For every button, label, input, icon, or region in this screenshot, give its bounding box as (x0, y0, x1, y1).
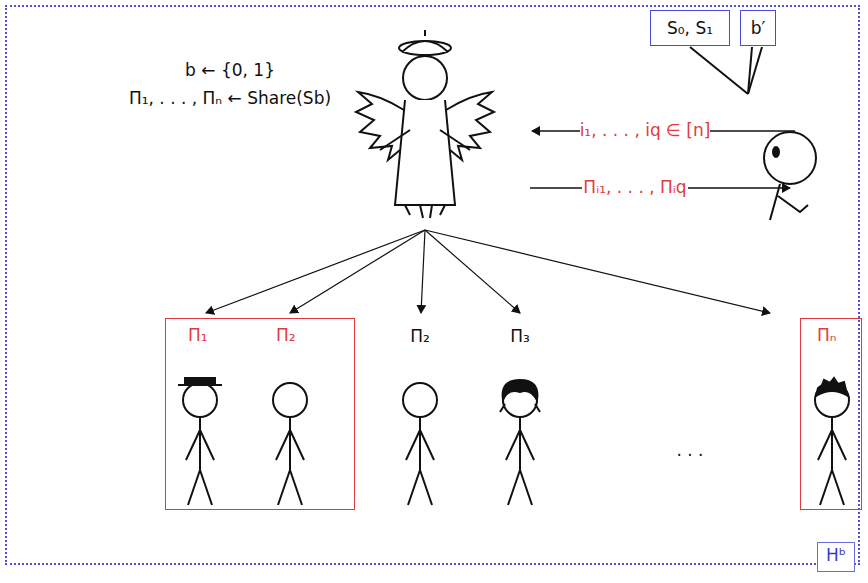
challenge-sets: S₀, S₁ (667, 18, 713, 38)
guess-bit: b′ (751, 18, 766, 38)
dealer-figure (356, 30, 494, 218)
share-name: Π₁ (188, 325, 208, 345)
share-name: Πₙ (817, 325, 837, 345)
corrupted-group: Πₙ (800, 318, 862, 510)
party-figures (178, 378, 849, 505)
query-indices: i₁, . . . , iq ∈ [n] (580, 120, 711, 140)
speech-bubble: b′ (740, 10, 776, 46)
speech-bubble: S₀, S₁ (650, 10, 730, 46)
returned-shares: Πᵢ₁, . . . , Πᵢq (583, 177, 686, 197)
ellipsis: . . . (676, 440, 703, 460)
share-name: Π₂ (276, 325, 296, 345)
corrupted-group: Π₁ Π₂ (165, 318, 355, 510)
share-step: Π₁, . . . , Πₙ ← Share(Sb) (129, 88, 331, 108)
share-arrows (206, 230, 770, 313)
share-name: Π₂ (410, 326, 430, 346)
game-name: Hᵇ (817, 542, 855, 572)
sample-bit: b ← {0, 1} (185, 60, 275, 80)
share-name: Π₃ (510, 326, 530, 346)
